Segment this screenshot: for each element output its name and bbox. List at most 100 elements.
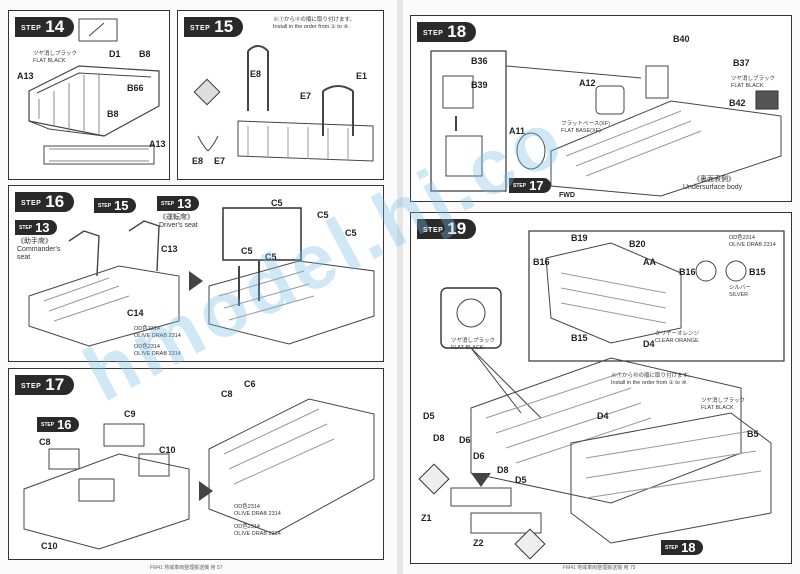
part-D5: D5: [423, 411, 435, 421]
part-B20: B20: [629, 239, 646, 249]
install-order-note: ※①から④の順に取り付けます。 Install in the order fro…: [273, 17, 355, 30]
part-D4: D4: [643, 339, 655, 349]
olive-drab-note-17: OD色2314 OLIVE DRAB 2314: [234, 504, 281, 517]
part-B39: B39: [471, 80, 488, 90]
part-C10-second: C10: [41, 541, 58, 551]
step-19-drawing: [440, 230, 785, 544]
note-install-order-19: ※①から⑩の順に取り付けます。 Install in the order fro…: [611, 373, 693, 386]
part-C5-b: C5: [317, 210, 329, 220]
part-C13: C13: [161, 244, 178, 254]
part-B15-detail: B15: [749, 267, 766, 277]
part-C9: C9: [124, 409, 136, 419]
commanders-seat-label: Commander's seat: [17, 246, 61, 262]
part-B16-detail: B16: [679, 267, 696, 277]
step-15-drawing: [193, 45, 374, 162]
part-D1: D1: [109, 49, 121, 59]
part-Z2: Z2: [473, 538, 484, 548]
part-C5-a: C5: [271, 198, 283, 208]
part-C5-d: C5: [241, 246, 253, 256]
part-B15: B15: [571, 333, 588, 343]
part-C8-second: C8: [221, 389, 233, 399]
part-C10: C10: [159, 445, 176, 455]
part-D8: D8: [433, 433, 445, 443]
drivers-seat-jp: 《運転席》: [159, 214, 194, 221]
underside-jp: 《裏面表側》: [693, 176, 735, 183]
olive-drab-note-2: OD色2314 OLIVE DRAB 2314: [134, 344, 181, 357]
part-B66: B66: [127, 83, 144, 93]
part-B36: B36: [471, 56, 488, 66]
part-D6: D6: [459, 435, 471, 445]
part-C5-c: C5: [345, 228, 357, 238]
note-flat-black-19: ツヤ消しブラック FLAT BLACK: [451, 338, 496, 351]
part-B37: B37: [733, 58, 750, 68]
step-16-drawing: [28, 207, 375, 347]
fwd-label: FWD: [559, 192, 575, 199]
step-18-drawing: [430, 50, 782, 197]
paint-note-flat-black: ツヤ消しブラック FLAT BLACK: [33, 51, 78, 64]
note-flat-black-18: ツヤ消しブラック FLAT BLACK: [731, 76, 776, 89]
part-E8-detail: E8: [192, 156, 204, 166]
step-arrow-19: [471, 473, 491, 487]
left-footer: FM41 地域車両整理搬送機 用 57: [150, 565, 223, 571]
part-B8-second: B8: [107, 109, 119, 119]
step-17-drawing: [23, 398, 375, 550]
note-clear-orange: クリヤーオレンジ CLEAR ORANGE: [655, 331, 700, 344]
step-14-drawing: [28, 18, 160, 165]
part-Z1: Z1: [421, 513, 432, 523]
right-footer: FM41 地域車両整理搬送機 用 75: [563, 565, 636, 571]
step-arrow: [189, 271, 203, 291]
part-E7-detail: E7: [214, 156, 226, 166]
note-silver: シルバー SILVER: [729, 285, 752, 298]
olive-drab-note-17b: OD色2314 OLIVE DRAB 2314: [234, 524, 281, 537]
part-A11: A11: [509, 126, 526, 136]
olive-drab-note-1: OD色2314 OLIVE DRAB 2314: [134, 326, 181, 339]
part-B42: B42: [729, 98, 746, 108]
part-E8: E8: [250, 69, 262, 79]
part-E7: E7: [300, 91, 312, 101]
drivers-seat-label: Driver's seat: [159, 222, 198, 229]
note-olive-19: OD色2314 OLIVE DRAB 2314: [729, 235, 776, 248]
part-C5-e: C5: [265, 252, 277, 262]
part-A13: A13: [17, 71, 34, 81]
part-B8: B8: [139, 49, 151, 59]
part-A12: A12: [579, 78, 596, 88]
commanders-seat-jp: 《助手席》: [17, 238, 52, 245]
part-C8: C8: [39, 437, 51, 447]
part-A13-second: A13: [149, 139, 166, 149]
underside-label: Undersurface body: [683, 184, 743, 191]
part-D5-second: D5: [515, 475, 527, 485]
part-D4-second: D4: [597, 411, 609, 421]
part-AA: AA: [643, 257, 656, 267]
page-gutter: [397, 0, 403, 574]
note-flat-black-19b: ツヤ消しブラック FLAT BLACK: [701, 398, 746, 411]
part-C6: C6: [244, 379, 256, 389]
part-E1: E1: [356, 71, 368, 81]
part-B19: B19: [571, 233, 588, 243]
part-B5: B5: [747, 429, 759, 439]
part-D6-second: D6: [473, 451, 485, 461]
note-flat-base: フラットベース(XF) FLAT BASE(XF): [561, 121, 610, 134]
part-B40: B40: [673, 34, 690, 44]
step-arrow-17: [199, 481, 213, 501]
part-D8-second: D8: [497, 465, 509, 475]
part-B16: B16: [533, 257, 550, 267]
